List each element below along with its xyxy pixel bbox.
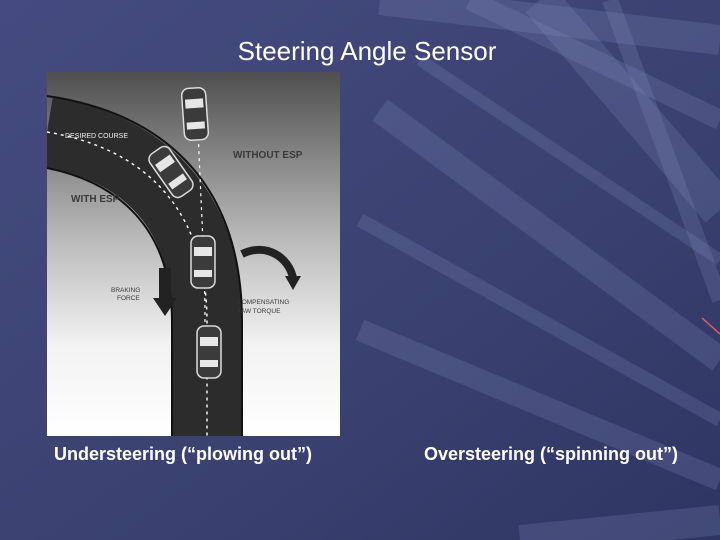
label-desired-course: DESIRED COURSE [65,133,128,140]
slide-title: Steering Angle Sensor [237,36,497,66]
caption-understeering: Understeering (“plowing out”) [54,444,312,464]
label-yaw-torque: COMPENSATING [237,299,289,306]
car-icon [148,145,194,199]
car-icon [196,325,222,379]
label-without-esp: WITHOUT ESP [233,150,303,161]
car-icon [180,86,210,142]
braking-force-arrow-icon [153,268,177,316]
label-with-esp: WITH ESP [71,194,120,205]
caption-oversteering: Oversteering (“spinning out”) [424,444,679,464]
esp-diagram: DESIRED COURSE WITHOUT ESP WITH ESP BRAK… [47,72,340,436]
label-braking-force: BRAKING [111,287,140,294]
label-yaw-torque: YAW TORQUE [237,308,281,315]
road-edge [47,95,243,436]
yaw-torque-arrow-icon [240,245,297,280]
label-braking-force: FORCE [117,295,140,302]
car-icon [190,235,216,289]
desired-course-line [47,131,208,436]
accent-stroke [701,317,720,335]
